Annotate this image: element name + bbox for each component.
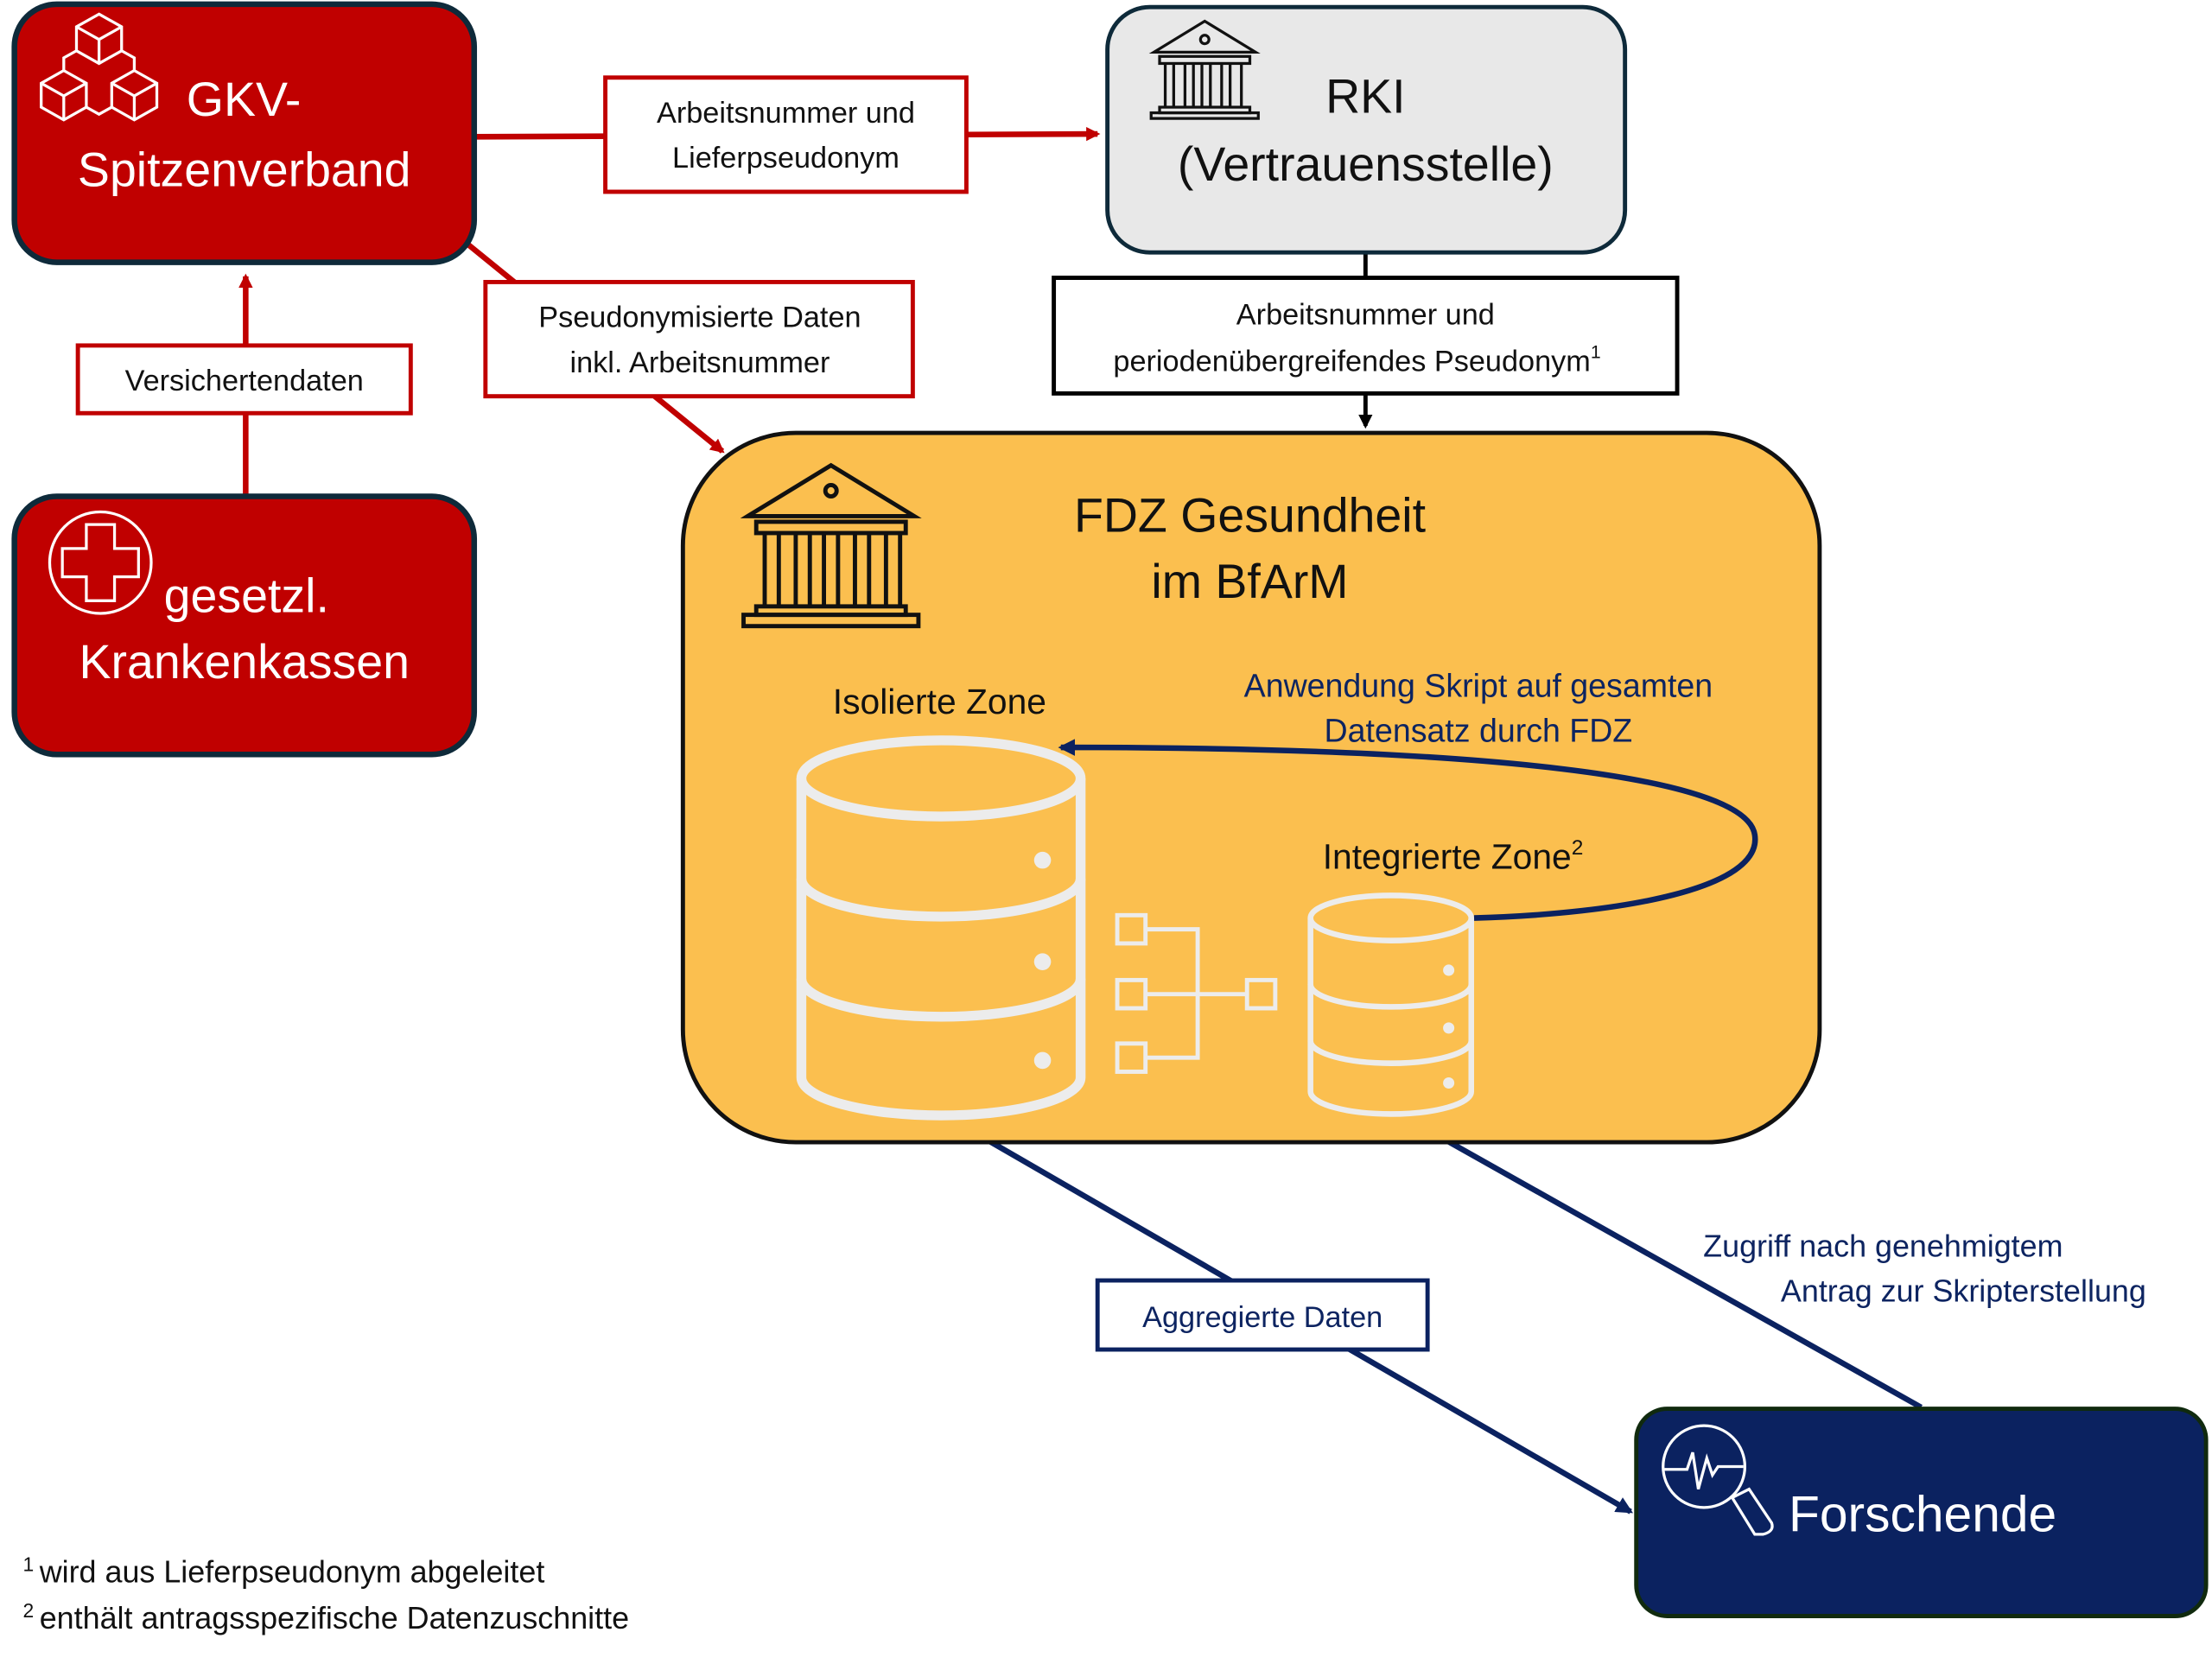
svg-text:Versichertendaten: Versichertendaten [125, 365, 364, 397]
gkv-title-line2: Spitzenverband [78, 143, 411, 196]
svg-text:Zugriff nach genehmigtem: Zugriff nach genehmigtem [1703, 1229, 2063, 1263]
medical-cross-icon [48, 510, 153, 615]
isolated-zone-label: Isolierte Zone [833, 682, 1046, 721]
forschende-title: Forschende [1789, 1487, 2056, 1543]
script-note-line1: Anwendung Skript auf gesamten [1244, 667, 1713, 703]
integrated-zone-label: Integrierte Zone2 [1323, 836, 1584, 876]
svg-text:Arbeitsnummer und: Arbeitsnummer und [657, 97, 915, 130]
label-arbeitsnummer-lieferpseudonym: Arbeitsnummer und Lieferpseudonym [603, 75, 969, 194]
kassen-title-line1: gesetzl. [164, 568, 329, 622]
rki-title-line2: (Vertrauensstelle) [1178, 137, 1554, 191]
node-fdz: FDZ Gesundheit im BfArM Isolierte Zone A… [680, 430, 1822, 1145]
label-zugriff: Zugriff nach genehmigtem Antrag zur Skri… [1703, 1229, 2146, 1308]
svg-text:Aggregierte Daten: Aggregierte Daten [1142, 1301, 1382, 1334]
svg-text:Pseudonymisierte Daten: Pseudonymisierte Daten [538, 302, 861, 334]
integrated-zone-database-icon [1307, 892, 1475, 1117]
node-gkv-spitzenverband: GKV- Spitzenverband [11, 1, 478, 265]
institution-icon [740, 462, 922, 629]
isolated-zone-database-icon [796, 735, 1086, 1121]
fdz-title-line1: FDZ Gesundheit [1074, 488, 1427, 542]
label-pseudonymisierte-daten: Pseudonymisierte Daten inkl. Arbeitsnumm… [483, 279, 915, 399]
edge-forschende-to-integrated [1396, 1111, 1923, 1410]
script-note-line2: Datensatz durch FDZ [1325, 713, 1633, 749]
hierarchy-icon [1115, 912, 1278, 1074]
label-periodenuebergreifendes-pseudonym: Arbeitsnummer und periodenübergreifendes… [1052, 276, 1680, 396]
script-loop-arrow [1058, 739, 1758, 921]
svg-text:Lieferpseudonym: Lieferpseudonym [672, 142, 899, 175]
institution-icon [1148, 19, 1261, 120]
gkv-title-line1: GKV- [187, 73, 302, 126]
rki-fdz-line2: periodenübergreifendes Pseudonym1 [1113, 343, 1600, 378]
kassen-title-line2: Krankenkassen [79, 635, 409, 689]
node-forschende: Forschende [1634, 1407, 2209, 1618]
label-versichertendaten: Versichertendaten [75, 343, 413, 416]
fdz-title-line2: im BfArM [1151, 555, 1348, 608]
cubes-icon [40, 12, 159, 122]
node-rki: RKI (Vertrauensstelle) [1105, 4, 1628, 255]
svg-text:Antrag zur Skripterstellung: Antrag zur Skripterstellung [1781, 1274, 2146, 1309]
svg-text:Arbeitsnummer und: Arbeitsnummer und [1236, 298, 1495, 331]
svg-text:inkl. Arbeitsnummer: inkl. Arbeitsnummer [569, 346, 830, 379]
label-aggregierte-daten: Aggregierte Daten [1095, 1278, 1430, 1352]
rki-title-line1: RKI [1325, 70, 1406, 124]
magnifier-pulse-icon [1662, 1424, 1774, 1536]
node-krankenkassen: gesetzl. Krankenkassen [11, 493, 478, 758]
